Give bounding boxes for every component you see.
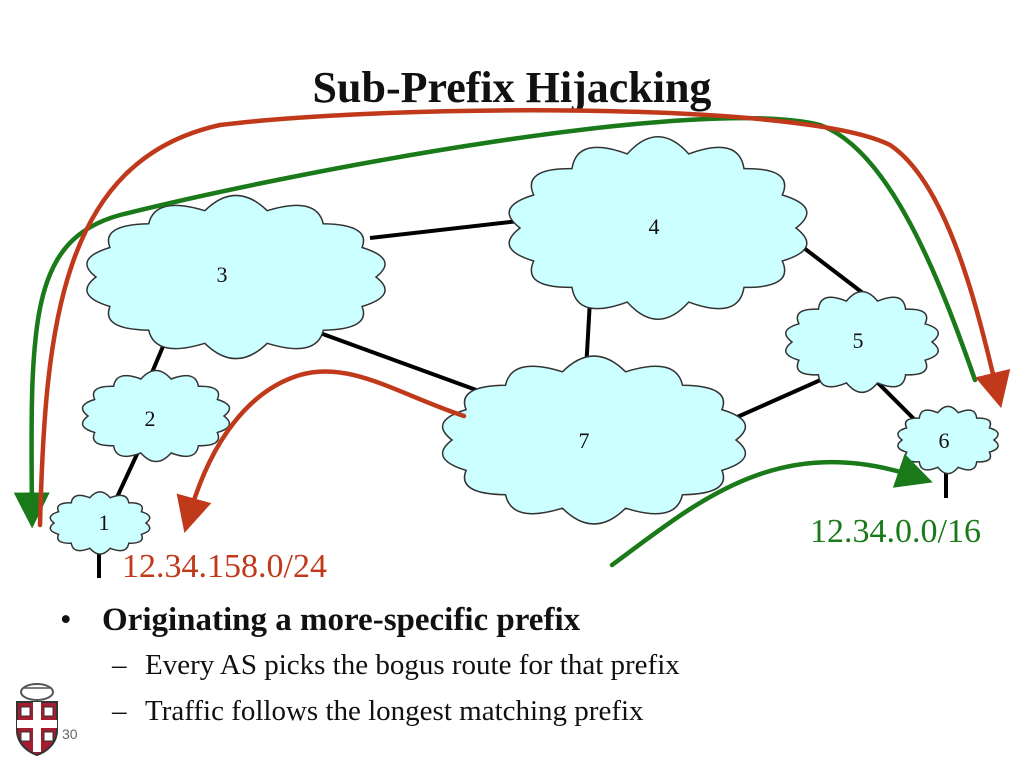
- as-labels: 1 2 3 4 5 6 7: [99, 214, 950, 535]
- as-cloud-1: [49, 491, 151, 555]
- sub-bullet-2: – Traffic follows the longest matching p…: [60, 688, 680, 734]
- link-4-5: [798, 243, 874, 302]
- bullet-list: • Originating a more-specific prefix – E…: [60, 598, 680, 734]
- legit-prefix-label: 12.34.0.0/16: [810, 513, 981, 550]
- network-diagram: 1 2 3 4 5 6 7: [13, 108, 1011, 578]
- university-shield-icon: [16, 683, 58, 756]
- as-label-3: 3: [217, 262, 228, 287]
- link-3-4: [369, 218, 529, 240]
- hijacked-prefix-label: 12.34.158.0/24: [122, 548, 327, 585]
- as-cloud-2: [81, 369, 231, 463]
- link-5-7: [734, 376, 826, 420]
- legit-announcement-arrow: [609, 453, 933, 568]
- sub-bullet-1: – Every AS picks the bogus route for tha…: [60, 642, 680, 688]
- bullet-main-text: Originating a more-specific prefix: [102, 602, 581, 638]
- as-cloud-3: [86, 194, 386, 360]
- link-3-7: [319, 331, 491, 397]
- dash-icon: –: [112, 649, 127, 681]
- slide-title: Sub-Prefix Hijacking: [312, 63, 712, 112]
- as-cloud-5: [785, 290, 939, 394]
- as-label-1: 1: [99, 510, 110, 535]
- bullet-main: • Originating a more-specific prefix: [60, 598, 680, 642]
- as-label-2: 2: [145, 406, 156, 431]
- as-cloud-7: [441, 355, 747, 525]
- legit-route-6-to-1-arrow: [13, 115, 978, 529]
- link-5-6: [873, 378, 917, 422]
- hijack-route-top-arrow: [37, 108, 1011, 528]
- as-clouds: [49, 136, 999, 555]
- slide-number: 30: [62, 726, 78, 742]
- sub-bullet-2-text: Traffic follows the longest matching pre…: [145, 695, 644, 727]
- as-label-7: 7: [579, 428, 590, 453]
- as-label-4: 4: [649, 214, 660, 239]
- bullet-dot-icon: •: [60, 602, 72, 638]
- as-label-5: 5: [853, 328, 864, 353]
- dash-icon: –: [112, 695, 127, 727]
- as-label-6: 6: [939, 428, 950, 453]
- route-arrows: [13, 108, 1011, 568]
- hijack-route-7-to-1-arrow: [176, 369, 467, 534]
- sub-bullet-1-text: Every AS picks the bogus route for that …: [145, 649, 680, 681]
- as-cloud-4: [508, 136, 808, 320]
